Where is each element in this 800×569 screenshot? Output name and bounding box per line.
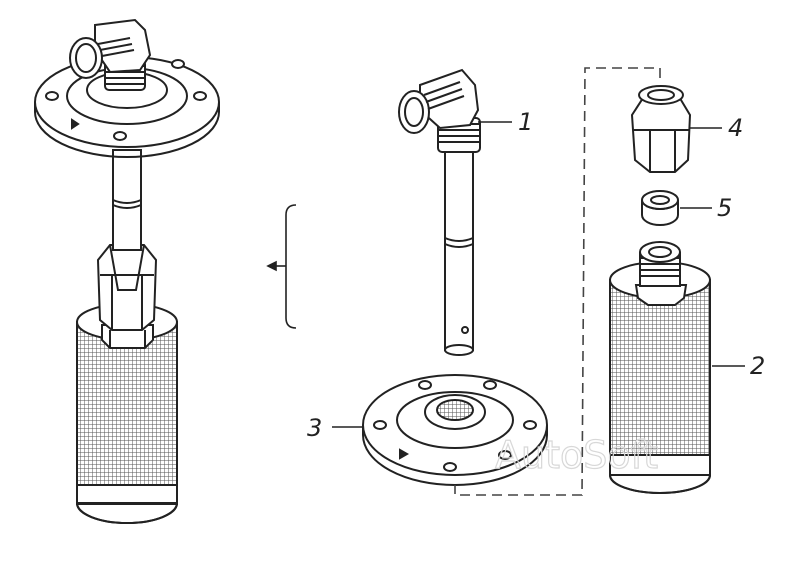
assembly-bracket [266, 204, 297, 329]
part-5-ring [641, 190, 679, 226]
callout-2: 2 [750, 352, 765, 380]
part-4-nut [630, 85, 692, 173]
callout-1: 1 [518, 108, 533, 136]
callout-4: 4 [728, 114, 743, 142]
part-1-elbow-tube [398, 68, 481, 356]
dashed-group-frame [454, 67, 661, 496]
leader-lines [332, 121, 745, 428]
part-3-flange [362, 374, 548, 486]
part-2-filter-element [609, 241, 711, 494]
assembled-filter-unit [34, 18, 220, 524]
watermark-text: AutoSoft [495, 433, 658, 477]
callout-5: 5 [717, 194, 732, 222]
callout-3: 3 [307, 414, 322, 442]
